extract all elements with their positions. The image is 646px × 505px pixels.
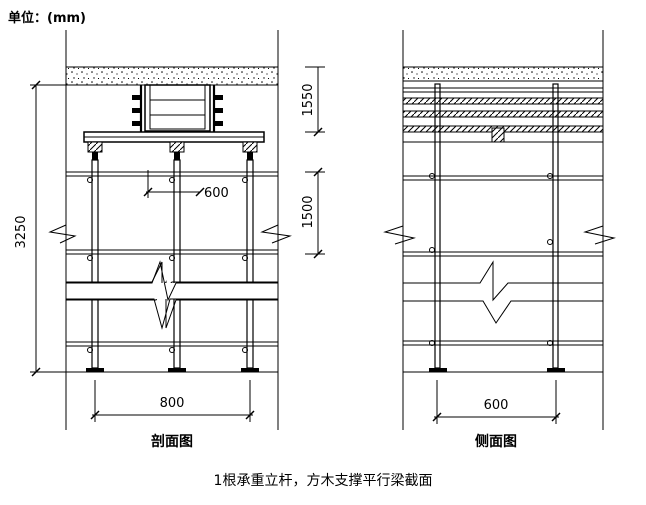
- section-view: 3250 1550 1500 600: [14, 30, 325, 450]
- wall-break-left: [48, 224, 77, 244]
- side-break-band: [403, 260, 603, 324]
- dim-total-height: [30, 80, 66, 377]
- section-view-title: 剖面图: [151, 433, 193, 450]
- vertical-poles: [91, 159, 254, 369]
- side-dim-bottom-width: [432, 380, 561, 424]
- side-concrete-slab: [402, 66, 604, 82]
- side-ledgers: [403, 175, 603, 346]
- break-band: [66, 260, 278, 330]
- side-wall-break-right: [583, 225, 616, 245]
- dim-bottom-width-label: 800: [160, 396, 185, 411]
- top-jacks: [87, 141, 258, 160]
- side-view-title: 侧面图: [475, 433, 517, 450]
- side-view: 600 侧面图: [383, 30, 616, 450]
- dim-inner: [143, 170, 205, 198]
- side-formwork-layers: [402, 87, 604, 143]
- side-wall-break-left: [383, 225, 416, 245]
- dim-total-height-label: 3250: [14, 215, 29, 248]
- dim-top-spacing-label: 1550: [301, 83, 316, 116]
- dim-right-stack: [305, 66, 325, 259]
- unit-label: 单位：(mm): [8, 10, 86, 26]
- couplers: [87, 177, 248, 353]
- side-base-plates: [429, 368, 565, 372]
- base-plates: [86, 368, 259, 372]
- horizontal-ledgers: [66, 171, 278, 347]
- side-dim-bottom-width-label: 600: [484, 398, 509, 413]
- beam-formwork: [132, 84, 223, 132]
- dim-inner-label: 600: [204, 186, 229, 201]
- dim-step-label: 1500: [301, 195, 316, 228]
- side-couplers: [429, 173, 553, 346]
- dim-bottom-width: [90, 380, 255, 422]
- concrete-slab: [65, 66, 279, 86]
- figure-caption: 1根承重立杆，方木支撑平行梁截面: [214, 473, 433, 489]
- wall-break-right: [260, 224, 292, 244]
